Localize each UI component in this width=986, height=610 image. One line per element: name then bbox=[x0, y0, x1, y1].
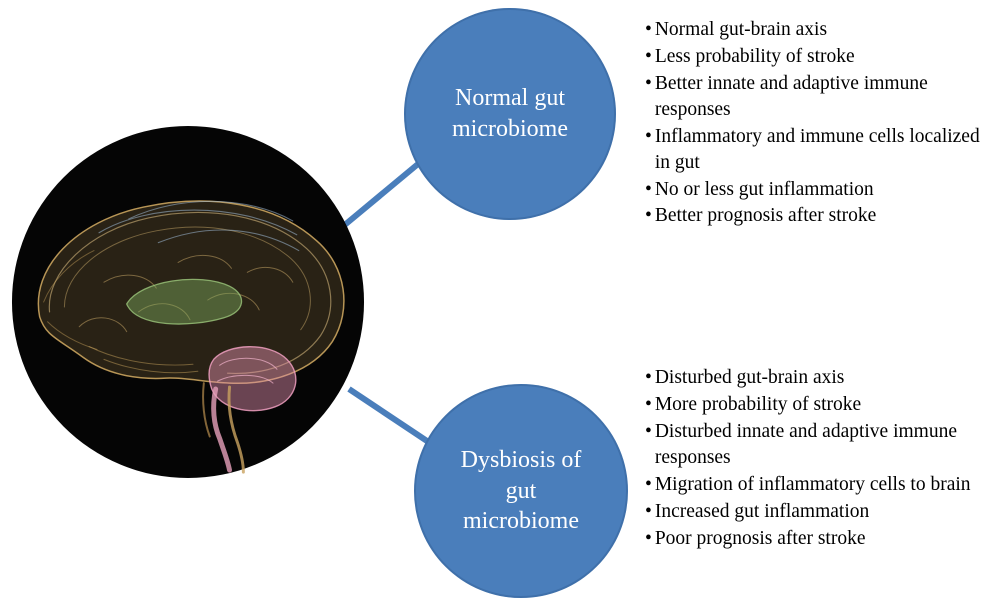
bullet-marker: • bbox=[645, 527, 652, 549]
bullet-marker: • bbox=[645, 420, 652, 442]
bullet-marker: • bbox=[645, 19, 652, 40]
bullet-marker: • bbox=[645, 473, 652, 495]
bullet-marker: • bbox=[645, 393, 652, 415]
node-label-line: Dysbiosis of bbox=[460, 446, 582, 473]
node-circle-normal-gut-microbiome: Normal gut microbiome bbox=[404, 8, 616, 220]
list-item-text: Increased gut inflammation bbox=[654, 500, 870, 522]
brain-image-background bbox=[11, 125, 365, 479]
list-item-text: Inflammatory and immune cells localized … bbox=[654, 125, 980, 173]
list-item-text: Migration of inflammatory cells to brain bbox=[654, 473, 971, 495]
brain-wireframe-image bbox=[11, 125, 365, 479]
bullet-list-dysbiosis: • Disturbed gut-brain axis • More probab… bbox=[645, 364, 983, 552]
list-item: • Better prognosis after stroke bbox=[645, 203, 983, 229]
bullet-marker: • bbox=[645, 45, 652, 67]
list-item: • No or less gut inflammation bbox=[645, 177, 983, 203]
list-item: • Better innate and adaptive immune resp… bbox=[645, 71, 983, 123]
list-item: • Less probability of stroke bbox=[645, 44, 983, 70]
node-circle-dysbiosis-gut-microbiome: Dysbiosis of gut microbiome bbox=[414, 384, 628, 598]
list-item: • Normal gut-brain axis bbox=[645, 17, 983, 43]
bullet-marker: • bbox=[645, 125, 652, 147]
list-item: • Migration of inflammatory cells to bra… bbox=[645, 472, 983, 498]
bullet-marker: • bbox=[645, 367, 652, 388]
list-item-text: More probability of stroke bbox=[654, 393, 862, 415]
node-label-line: gut bbox=[505, 477, 537, 504]
list-item: • Inflammatory and immune cells localize… bbox=[645, 124, 983, 176]
list-item: • More probability of stroke bbox=[645, 392, 983, 418]
list-item: • Poor prognosis after stroke bbox=[645, 526, 983, 552]
bullet-marker: • bbox=[645, 178, 652, 200]
node-label-line: microbiome bbox=[452, 116, 568, 142]
bullet-marker: • bbox=[645, 72, 652, 94]
list-item-text: Disturbed gut-brain axis bbox=[654, 367, 845, 388]
list-item-text: Disturbed innate and adaptive immune res… bbox=[654, 420, 957, 468]
brain-image-container bbox=[10, 124, 366, 480]
bullet-list-normal: • Normal gut-brain axis • Less probabili… bbox=[645, 16, 983, 230]
list-item-text: Normal gut-brain axis bbox=[654, 19, 828, 40]
node-label-line: Normal gut bbox=[455, 85, 565, 112]
list-item-text: Better prognosis after stroke bbox=[654, 205, 877, 227]
node-label-line: microbiome bbox=[463, 508, 579, 535]
bullet-marker: • bbox=[645, 500, 652, 522]
list-item: • Disturbed innate and adaptive immune r… bbox=[645, 419, 983, 471]
list-item-text: Better innate and adaptive immune respon… bbox=[654, 72, 928, 120]
list-item-text: No or less gut inflammation bbox=[654, 178, 874, 200]
list-item: • Increased gut inflammation bbox=[645, 499, 983, 525]
list-item-text: Poor prognosis after stroke bbox=[654, 527, 866, 549]
list-item: • Disturbed gut-brain axis bbox=[645, 365, 983, 391]
list-item-text: Less probability of stroke bbox=[654, 45, 855, 67]
bullet-marker: • bbox=[645, 205, 652, 227]
